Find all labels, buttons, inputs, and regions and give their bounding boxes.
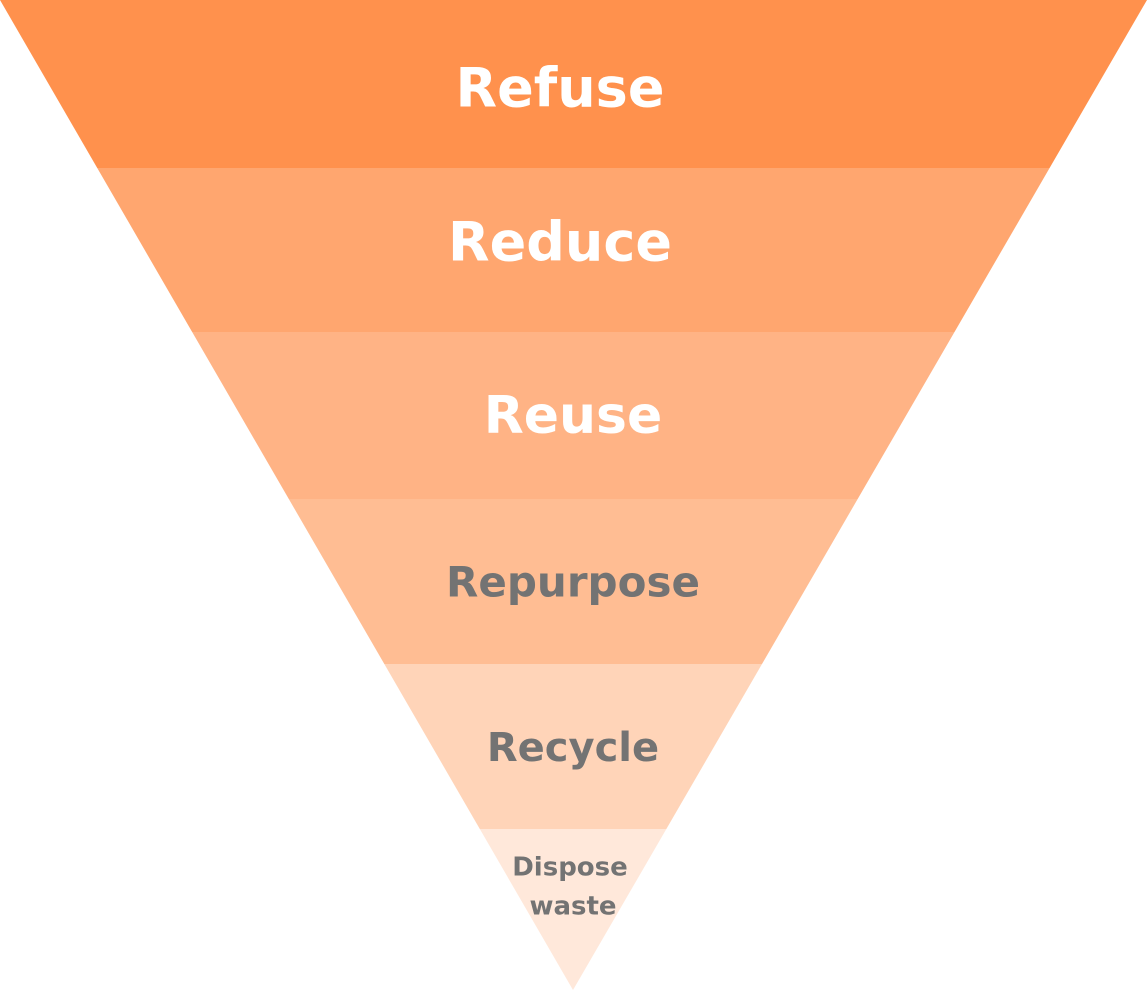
level-label-dispose-line2: waste — [529, 892, 616, 922]
pyramid-band-dispose-waste — [479, 829, 667, 990]
pyramid-band-recycle — [384, 664, 763, 829]
level-label-repurpose: Repurpose — [446, 558, 700, 607]
pyramid-band-repurpose — [288, 499, 858, 664]
level-label-reduce: Reduce — [448, 211, 672, 274]
level-label-recycle: Recycle — [487, 725, 659, 771]
level-label-reuse: Reuse — [484, 386, 663, 446]
pyramid-band-refuse — [0, 0, 1147, 168]
level-label-refuse: Refuse — [456, 57, 665, 120]
pyramid-band-reuse — [192, 332, 955, 499]
level-label-dispose-line1: Dispose — [512, 853, 628, 883]
pyramid-band-reduce — [97, 168, 1050, 332]
